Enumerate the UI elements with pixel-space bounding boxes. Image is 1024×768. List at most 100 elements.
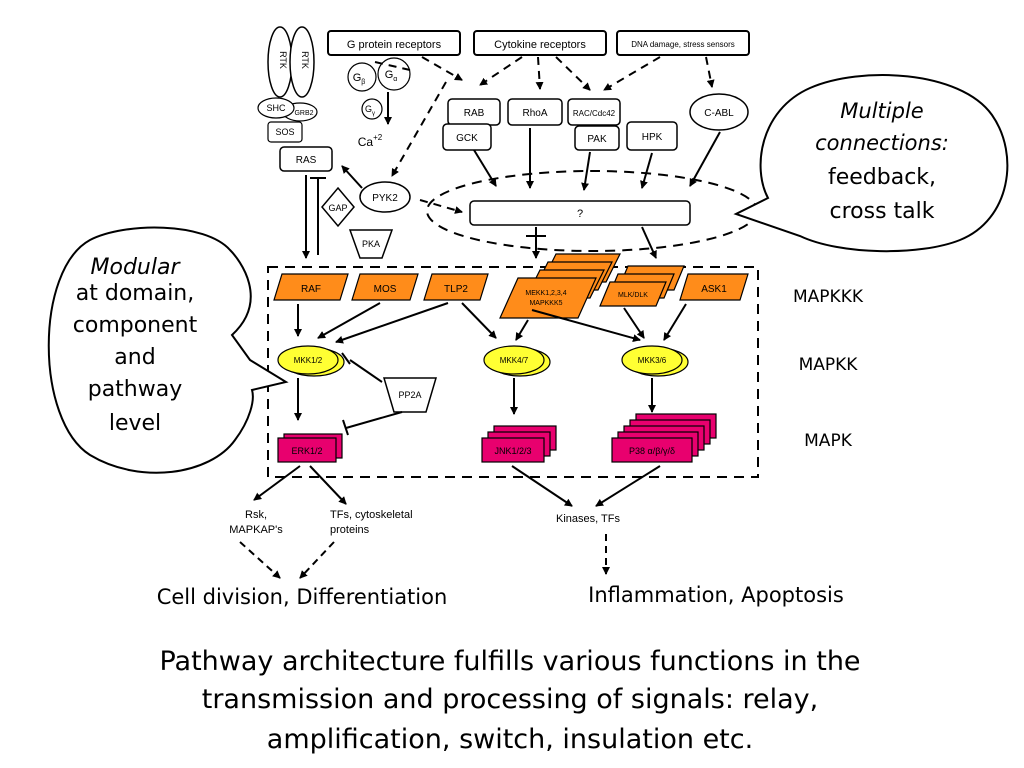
- rhoa-node: RhoA: [507, 98, 563, 126]
- rtk-receptor-right: RTK: [289, 26, 315, 98]
- svg-text:PKA: PKA: [362, 239, 380, 249]
- mkk4-7-node: MKK4/7: [483, 345, 551, 377]
- receptor-dashed-arrows: [374, 56, 715, 177]
- svg-text:SHC: SHC: [266, 103, 286, 113]
- ask1-node: ASK1: [679, 273, 749, 301]
- mapkk-level-label: MAPKK: [799, 355, 859, 375]
- rac-cdc42-node: RAC/Cdc42: [567, 98, 621, 126]
- svg-text:MKK4/7: MKK4/7: [500, 356, 529, 365]
- svg-text:MLK/DLK: MLK/DLK: [618, 292, 648, 299]
- svg-text:ASK1: ASK1: [701, 284, 727, 295]
- gap-node: GAP: [321, 186, 355, 228]
- gck-node: GCK: [442, 123, 492, 151]
- p38-node: P38 α/β/γ/δ: [611, 413, 717, 463]
- svg-text:RAF: RAF: [301, 284, 321, 295]
- mos-node: MOS: [351, 273, 419, 301]
- mlk-dlk-node: MLK/DLK: [599, 265, 685, 307]
- svg-text:G protein receptors: G protein receptors: [347, 39, 442, 51]
- pyk2-node: PYK2: [359, 181, 411, 213]
- tlp2-node: TLP2: [423, 273, 489, 301]
- svg-text:MKK3/6: MKK3/6: [638, 356, 667, 365]
- hpk-node: HPK: [626, 121, 678, 151]
- svg-text:C-ABL: C-ABL: [704, 108, 734, 119]
- svg-text:Gβ: Gβ: [353, 72, 366, 86]
- svg-text:GAP: GAP: [328, 203, 347, 213]
- svg-text:?: ?: [577, 208, 583, 220]
- svg-text:P38 α/β/γ/δ: P38 α/β/γ/δ: [629, 446, 675, 456]
- mapkkk-level-label: MAPKKK: [793, 287, 864, 307]
- svg-text:level: level: [109, 411, 161, 436]
- jnk1-2-3-node: JNK1/2/3: [481, 425, 557, 463]
- svg-text:RAS: RAS: [296, 155, 317, 166]
- svg-text:Pathway architecture fulfills: Pathway architecture fulfills various fu…: [159, 646, 860, 677]
- cytokine-receptors-box: Cytokine receptors: [473, 30, 607, 56]
- caption: Pathway architecture fulfills various fu…: [159, 646, 860, 755]
- svg-text:JNK1/2/3: JNK1/2/3: [494, 446, 531, 456]
- proteins-label: proteins: [330, 524, 370, 536]
- svg-text:Gα: Gα: [385, 69, 398, 83]
- mapkk-to-mapk-arrows: [294, 378, 656, 421]
- ras-node: RAS: [279, 146, 333, 172]
- svg-text:RhoA: RhoA: [522, 108, 547, 119]
- svg-text:amplification, switch, insulat: amplification, switch, insulation etc.: [267, 724, 753, 755]
- svg-text:feedback,: feedback,: [828, 165, 936, 190]
- svg-text:Cytokine receptors: Cytokine receptors: [494, 39, 586, 51]
- unknown-node: ?: [469, 200, 691, 226]
- svg-text:RTK: RTK: [300, 51, 310, 69]
- pp2a-node: PP2A: [382, 377, 438, 413]
- output-arrows: [253, 465, 661, 507]
- svg-text:PAK: PAK: [587, 134, 607, 145]
- multiple-connections-speech-bubble: Multiple connections: feedback, cross ta…: [733, 74, 1009, 253]
- svg-text:Modular: Modular: [91, 255, 182, 280]
- svg-text:SOS: SOS: [275, 127, 294, 137]
- mapk-level-label: MAPK: [804, 431, 853, 451]
- svg-text:cross talk: cross talk: [830, 199, 935, 224]
- svg-text:RAB: RAB: [464, 108, 485, 119]
- svg-text:MKK1/2: MKK1/2: [294, 356, 323, 365]
- dna-damage-sensors-box: DNA damage, stress sensors: [616, 30, 750, 56]
- sos-node: SOS: [267, 121, 303, 143]
- svg-text:DNA damage, stress sensors: DNA damage, stress sensors: [631, 40, 735, 49]
- rab-node: RAB: [447, 98, 501, 126]
- kinases-tfs-label: Kinases, TFs: [556, 513, 620, 525]
- svg-text:MOS: MOS: [374, 284, 397, 295]
- rsk-label: Rsk,: [245, 509, 267, 521]
- svg-text:and: and: [114, 345, 155, 370]
- c-abl-node: C-ABL: [689, 93, 749, 131]
- g-gamma-node: Gγ: [361, 98, 383, 120]
- g-beta-node: Gβ: [347, 62, 377, 92]
- outcome-dashed-arrows: [239, 534, 610, 579]
- svg-text:TLP2: TLP2: [444, 284, 468, 295]
- mkk3-6-node: MKK3/6: [621, 345, 689, 377]
- mekk-stack-node: MEKK1,2,3,4 MAPKKK5: [499, 253, 621, 319]
- svg-text:RTK: RTK: [278, 51, 288, 69]
- g-alpha-node: Gα: [377, 57, 411, 91]
- svg-text:HPK: HPK: [642, 132, 663, 143]
- svg-text:pathway: pathway: [88, 377, 183, 402]
- svg-text:connections:: connections:: [815, 131, 949, 155]
- g-protein-receptors-box: G protein receptors: [327, 30, 461, 56]
- svg-text:GRB2: GRB2: [294, 110, 313, 117]
- tfs-cytoskeletal-label: TFs, cytoskeletal: [330, 509, 413, 521]
- svg-text:MEKK1,2,3,4: MEKK1,2,3,4: [525, 290, 566, 297]
- pyk2-to-unknown-arrow: [419, 199, 463, 214]
- pka-node: PKA: [348, 229, 394, 259]
- svg-text:Multiple: Multiple: [840, 99, 923, 123]
- mapkaps-label: MAPKAP's: [229, 524, 283, 536]
- svg-text:transmission and processing of: transmission and processing of signals: …: [202, 684, 818, 715]
- svg-text:at domain,: at domain,: [76, 281, 195, 306]
- unknown-to-mapkkk-arrows: [526, 226, 657, 259]
- svg-text:GCK: GCK: [456, 133, 478, 144]
- raf-node: RAF: [273, 273, 349, 301]
- mkk1-2-node: MKK1/2: [277, 345, 345, 377]
- outcome-cell-division: Cell division, Differentiation: [157, 585, 448, 609]
- svg-text:component: component: [73, 313, 198, 338]
- svg-text:PYK2: PYK2: [372, 193, 398, 204]
- outcome-inflammation: Inflammation, Apoptosis: [588, 583, 844, 607]
- svg-text:PP2A: PP2A: [398, 390, 421, 400]
- mapkkk-to-mapkk-arrows: [294, 302, 687, 344]
- svg-text:RAC/Cdc42: RAC/Cdc42: [573, 109, 616, 118]
- pp2a-inhibition-lines: [341, 352, 403, 436]
- shc-node: SHC: [257, 97, 295, 119]
